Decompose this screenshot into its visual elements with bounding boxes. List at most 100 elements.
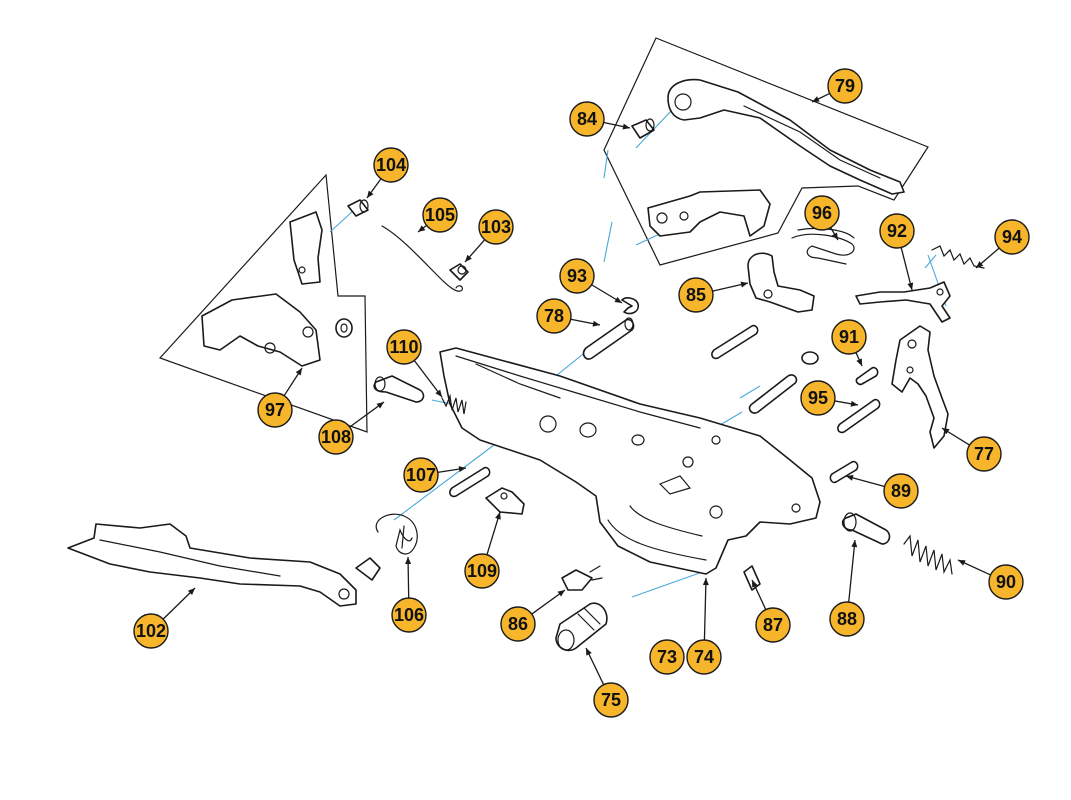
- leader-line: [486, 511, 501, 555]
- part-109-plate: [485, 487, 525, 515]
- leader-line: [848, 539, 856, 603]
- part-cross-pin: [711, 324, 759, 360]
- leader-arrowhead: [495, 512, 501, 520]
- leader-arrowhead: [752, 580, 758, 588]
- part-95-pin: [837, 398, 881, 434]
- callout-label: 104: [376, 155, 406, 175]
- callout-label: 84: [577, 109, 597, 129]
- callout-circle: [386, 329, 422, 365]
- callout-circle: [994, 219, 1030, 255]
- leader-arrowhead: [586, 648, 592, 656]
- leader-arrowhead: [418, 225, 426, 232]
- callout-79: 79: [811, 68, 863, 104]
- callout-75: 75: [585, 647, 629, 718]
- leader-arrowhead: [856, 358, 862, 366]
- leader-line: [900, 247, 913, 291]
- callout-label: 90: [996, 572, 1016, 592]
- part-90-spring: [903, 534, 953, 575]
- leader-arrowhead: [614, 296, 622, 303]
- leader-arrowhead: [907, 282, 914, 290]
- callout-circle: [403, 457, 439, 493]
- callout-label: 93: [567, 266, 587, 286]
- callout-label: 108: [321, 427, 351, 447]
- part-77-trigger: [891, 325, 949, 449]
- leader-arrowhead: [942, 428, 950, 435]
- leader-arrowhead: [295, 368, 302, 376]
- callout-circle: [500, 606, 536, 642]
- part-ring: [801, 351, 819, 365]
- callout-label: 106: [394, 605, 424, 625]
- callout-label: 107: [406, 465, 436, 485]
- callout-96: 96: [804, 195, 840, 241]
- part-75-bushing: [555, 602, 608, 652]
- part-hammer-link: [647, 189, 771, 237]
- leader-line: [703, 577, 707, 641]
- callout-circle: [559, 258, 595, 294]
- callout-85: 85: [678, 277, 749, 313]
- leader-arrowhead: [435, 389, 442, 397]
- leader-arrowhead: [702, 578, 709, 586]
- part-107-pin: [449, 466, 491, 498]
- callout-circle: [988, 564, 1024, 600]
- leader-arrowhead: [958, 560, 966, 566]
- part-105-spring-wire: [381, 225, 463, 292]
- callout-label: 109: [467, 561, 497, 581]
- part-97-safety: [201, 211, 353, 367]
- callout-109: 109: [464, 511, 501, 589]
- callout-label: 96: [812, 203, 832, 223]
- part-94-spring: [931, 245, 985, 269]
- callout-107: 107: [403, 457, 467, 493]
- callout-label: 103: [481, 217, 511, 237]
- callout-88: 88: [829, 539, 865, 637]
- callout-93: 93: [559, 258, 623, 304]
- callout-89: 89: [845, 473, 919, 509]
- part-87-pin: [743, 565, 761, 591]
- callout-circle: [686, 639, 722, 675]
- leader-arrowhead: [376, 402, 384, 409]
- callout-circle: [133, 613, 169, 649]
- part-106-spring: [375, 513, 418, 555]
- callout-86: 86: [500, 589, 566, 642]
- callout-97: 97: [257, 367, 303, 428]
- part-96-spring-clip: [791, 227, 855, 265]
- callout-label: 73: [657, 647, 677, 667]
- callout-label: 87: [763, 615, 783, 635]
- callout-circle: [391, 597, 427, 633]
- callout-circle: [827, 68, 863, 104]
- leader-arrowhead: [458, 466, 466, 473]
- leader-arrowhead: [592, 320, 600, 327]
- leader-arrowhead: [367, 190, 374, 198]
- callout-label: 95: [808, 388, 828, 408]
- callout-103: 103: [464, 209, 514, 263]
- leader-arrowhead: [850, 400, 858, 407]
- part-104-bushing: [347, 199, 369, 217]
- callout-circle: [678, 277, 714, 313]
- callout-77: 77: [941, 427, 1002, 472]
- leader-arrowhead: [812, 96, 820, 102]
- callout-91: 91: [831, 319, 867, 367]
- part-108-plunger: [373, 375, 425, 403]
- part-84-pin: [631, 118, 655, 139]
- part-91-pin: [855, 366, 879, 386]
- callout-circle: [478, 209, 514, 245]
- callout-circle: [883, 473, 919, 509]
- callout-circle: [649, 639, 685, 675]
- part-103-nut: [449, 263, 469, 281]
- callout-label: 79: [835, 76, 855, 96]
- part-102-lever: [67, 523, 381, 607]
- leader-arrowhead: [846, 474, 854, 481]
- callout-95: 95: [800, 380, 859, 416]
- leader-arrowhead: [187, 588, 195, 596]
- callout-circle: [829, 601, 865, 637]
- part-92-lever: [855, 281, 951, 323]
- leader-arrowhead: [976, 261, 984, 268]
- callout-label: 102: [136, 621, 166, 641]
- callout-73: 73: [649, 639, 685, 675]
- callout-label: 110: [389, 337, 418, 357]
- leader-arrowhead: [405, 557, 412, 565]
- callout-circle: [966, 436, 1002, 472]
- part-88-plunger: [841, 512, 891, 545]
